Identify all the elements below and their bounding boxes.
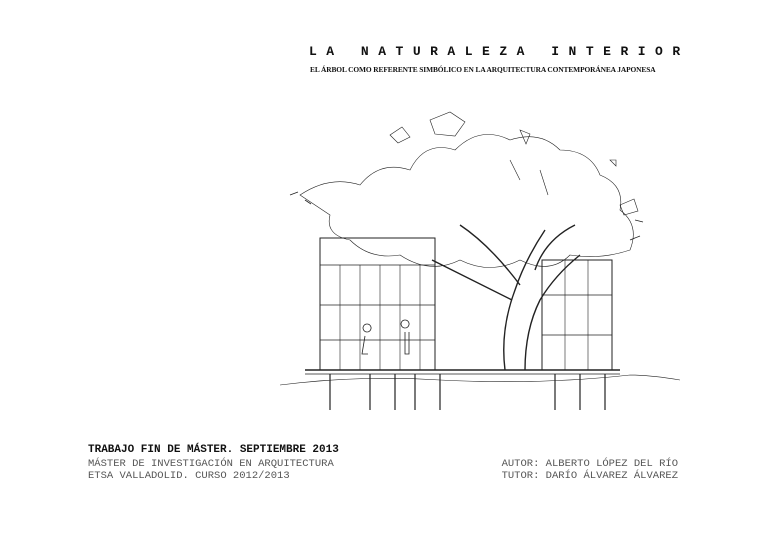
work-type-date: TRABAJO FIN DE MÁSTER. SEPTIEMBRE 2013 xyxy=(88,444,339,456)
author: AUTOR: ALBERTO LÓPEZ DEL RÍO xyxy=(501,458,678,470)
school-course: ETSA VALLADOLID. CURSO 2012/2013 xyxy=(88,470,290,482)
tutor: TUTOR: DARÍO ÁLVAREZ ÁLVAREZ xyxy=(501,470,678,482)
architectural-sketch-tree-house xyxy=(280,111,680,410)
program-name: MÁSTER DE INVESTIGACIÓN EN ARQUITECTURA xyxy=(88,458,334,470)
document-title: L A N A T U R A L E Z A I N T E R I O R xyxy=(309,44,682,59)
document-subtitle: EL ÁRBOL COMO REFERENTE SIMBÓLICO EN LA … xyxy=(310,65,656,74)
